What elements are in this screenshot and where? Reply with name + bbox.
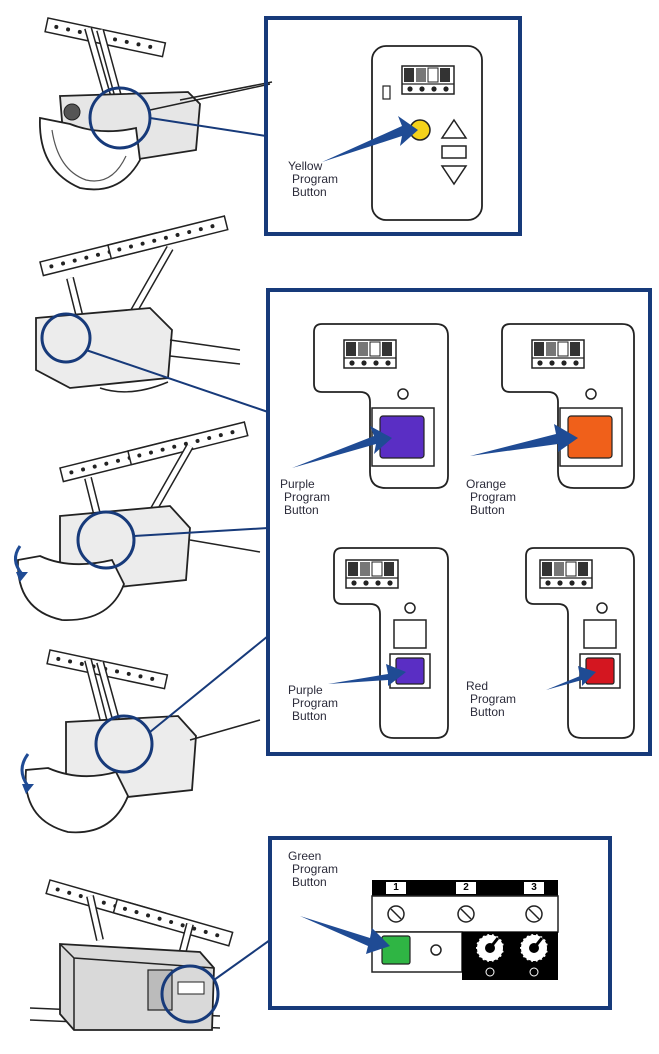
yellow-panel-frame: [264, 16, 522, 236]
green-program-button[interactable]: [381, 935, 411, 965]
label-purple-program-button-b: Purple Program Button: [288, 683, 339, 723]
label-red-program-button: Red Program Button: [466, 679, 517, 719]
callout-circle-5: [160, 939, 271, 1024]
dip-number-2: 2: [463, 882, 469, 893]
control-board-red: [525, 547, 635, 739]
dial-block: [462, 932, 558, 980]
four-button-panel-frame: [266, 288, 652, 756]
label-green-program-button: Green Program Button: [288, 849, 339, 889]
control-board-purple-a: [313, 323, 449, 489]
opener-illustration-4: [20, 649, 261, 834]
callout-circle-1: [88, 86, 267, 150]
pointer-arrow-orange: [470, 424, 578, 456]
pointer-arrow-red: [546, 666, 596, 690]
green-panel-frame: [268, 836, 612, 1010]
label-yellow-program-button: Yellow Program Button: [288, 159, 339, 199]
opener-illustration-3: [14, 421, 261, 621]
control-board-orange: [501, 323, 635, 489]
opener-illustration-1: [39, 17, 273, 191]
opener-illustration-5: [29, 879, 234, 1031]
pointer-arrow-purple-b: [328, 664, 406, 686]
opener-illustration-2: [35, 215, 241, 393]
dip-switch-strip: [371, 880, 559, 933]
callout-circle-4: [94, 635, 269, 774]
callout-circle-2: [40, 312, 269, 413]
label-purple-program-button-a: Purple Program Button: [280, 477, 331, 517]
pointer-arrow-green: [300, 916, 390, 954]
callout-circle-3: [76, 510, 269, 570]
dip-number-3: 3: [531, 882, 537, 893]
control-board-purple-b: [333, 547, 449, 739]
label-orange-program-button: Orange Program Button: [466, 477, 517, 517]
dip-number-1: 1: [393, 882, 399, 893]
